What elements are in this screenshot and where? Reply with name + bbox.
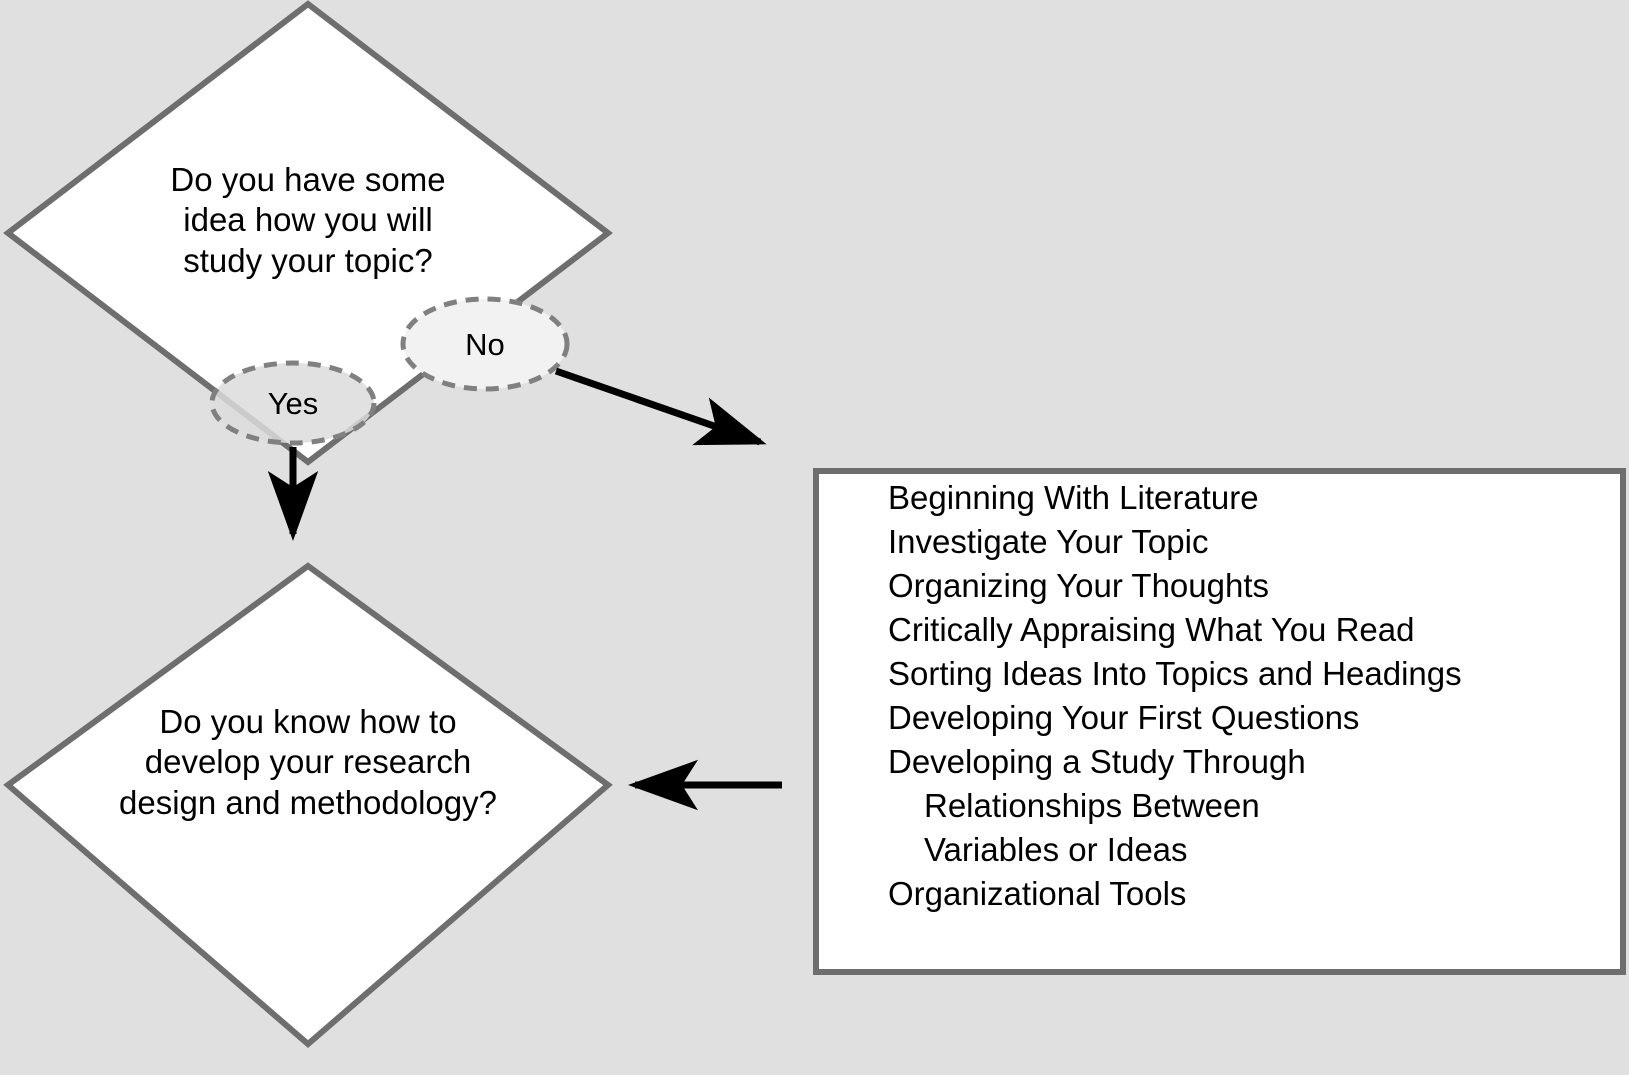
no-branch-ellipse[interactable] — [400, 296, 570, 392]
yes-branch-ellipse[interactable] — [209, 360, 377, 446]
topics-list-item: Critically Appraising What You Read — [888, 611, 1415, 648]
topics-list-item: Organizational Tools — [888, 875, 1187, 912]
topics-list-item: Investigate Your Topic — [888, 523, 1209, 560]
arrow-no-to-topics-box — [554, 367, 767, 446]
topics-list-item: Beginning With Literature — [888, 479, 1259, 516]
topics-box[interactable] — [813, 468, 1626, 975]
topics-list-item: Developing Your First Questions — [888, 699, 1360, 736]
topics-list-item: Organizing Your Thoughts — [888, 567, 1269, 604]
topics-list-item: Developing a Study Through — [888, 743, 1306, 780]
decision-diamond-bottom[interactable] — [3, 562, 613, 1048]
topics-list-item: Relationships Between — [924, 787, 1260, 824]
topics-list-item: Variables or Ideas — [924, 831, 1188, 868]
topics-list-item: Sorting Ideas Into Topics and Headings — [888, 655, 1462, 692]
